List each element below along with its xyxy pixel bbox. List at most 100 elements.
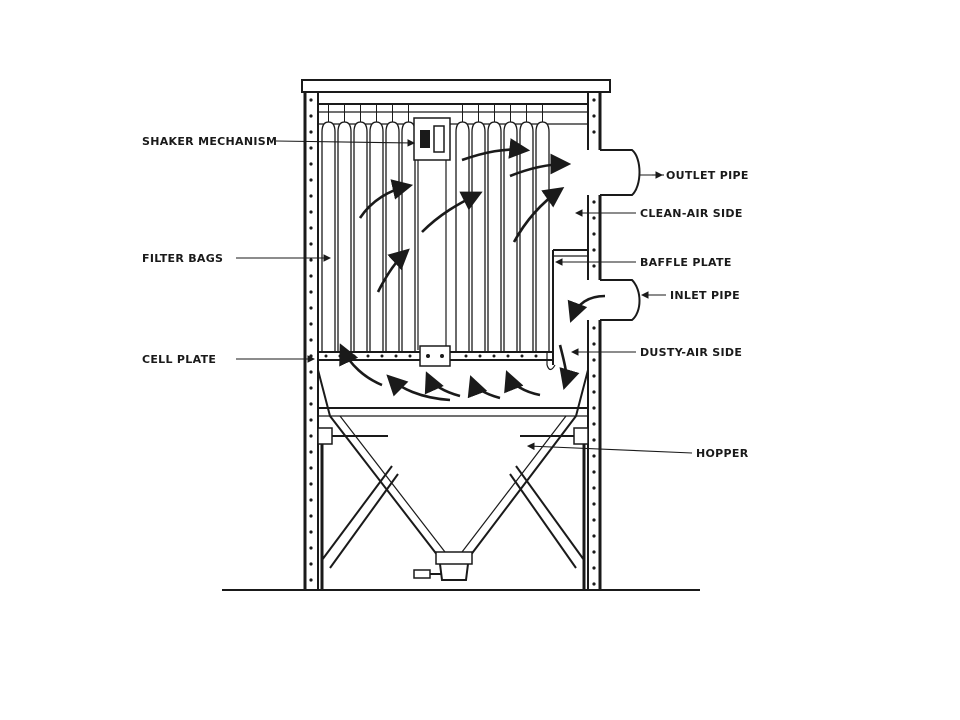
- left-wall: [303, 92, 319, 590]
- rivet: [309, 434, 313, 438]
- rivet: [309, 178, 313, 182]
- rivet: [309, 354, 313, 358]
- roof: [301, 79, 611, 93]
- rivet: [592, 248, 596, 252]
- shaker-mechanism: [413, 117, 451, 350]
- filter-bag: [503, 121, 518, 353]
- right-wall: [587, 92, 602, 590]
- rivet: [592, 422, 596, 426]
- rivet: [592, 470, 596, 474]
- rivet: [592, 342, 596, 346]
- cell-plate-rivet: [478, 354, 482, 358]
- leader-lines: [236, 139, 693, 454]
- rivet: [309, 114, 313, 118]
- rivet: [592, 264, 596, 268]
- filter-bag: [487, 121, 502, 353]
- cell-plate-rivet: [394, 354, 398, 358]
- label-outlet-pipe: OUTLET PIPE: [666, 169, 749, 182]
- cell-plate-rivet: [492, 354, 496, 358]
- rivet: [592, 326, 596, 330]
- rivet: [309, 258, 313, 262]
- rivet-column-right: [592, 98, 596, 586]
- label-cell-plate: CELL PLATE: [142, 353, 216, 366]
- rivet: [592, 390, 596, 394]
- rivet: [309, 242, 313, 246]
- rivet: [309, 370, 313, 374]
- rivet: [309, 578, 313, 582]
- filter-bag: [337, 121, 352, 353]
- rivet: [309, 210, 313, 214]
- rivet: [592, 454, 596, 458]
- rivet: [309, 162, 313, 166]
- rivet: [309, 418, 313, 422]
- outlet-pipe: [600, 149, 641, 196]
- cell-plate-rivet: [506, 354, 510, 358]
- label-filter-bags: FILTER BAGS: [142, 252, 223, 265]
- rivet: [309, 562, 313, 566]
- cell-plate-rivet: [464, 354, 468, 358]
- filter-bags-right: [455, 104, 550, 353]
- hopper: [317, 369, 589, 581]
- cell-plate-rivet: [352, 354, 356, 358]
- cell-plate-rivet: [338, 354, 342, 358]
- rivet: [309, 274, 313, 278]
- filter-bag: [321, 121, 336, 353]
- label-baffle-plate: BAFFLE PLATE: [640, 256, 732, 269]
- rivet: [592, 486, 596, 490]
- rivet: [592, 374, 596, 378]
- inlet-pipe: [600, 279, 641, 321]
- filter-bag: [455, 121, 470, 353]
- filter-bag: [385, 121, 400, 353]
- rivet: [309, 290, 313, 294]
- cell-plate-rivet: [366, 354, 370, 358]
- label-inlet-pipe: INLET PIPE: [670, 289, 740, 302]
- label-dusty-air-side: DUSTY-AIR SIDE: [640, 346, 742, 359]
- hopper-band: [318, 407, 588, 417]
- rivet: [592, 534, 596, 538]
- rivet: [309, 466, 313, 470]
- rivet: [309, 146, 313, 150]
- cell-plate-rivet: [408, 354, 412, 358]
- label-clean-air-side: CLEAN-AIR SIDE: [640, 207, 743, 220]
- filter-bag: [353, 121, 368, 353]
- rivet: [309, 306, 313, 310]
- cell-plate-rivet: [380, 354, 384, 358]
- rivet: [309, 402, 313, 406]
- rivet: [309, 386, 313, 390]
- rivet: [592, 200, 596, 204]
- filter-bag: [519, 121, 534, 353]
- rivet: [592, 406, 596, 410]
- rivet: [592, 130, 596, 134]
- rivet: [309, 98, 313, 102]
- filter-bag: [401, 121, 416, 353]
- support-legs: [317, 427, 589, 590]
- rivet: [309, 482, 313, 486]
- filter-bags-left: [321, 104, 416, 353]
- rivet: [309, 338, 313, 342]
- label-shaker-mechanism: SHAKER MECHANISM: [142, 135, 277, 148]
- rivet: [592, 216, 596, 220]
- rivet: [592, 502, 596, 506]
- rivet: [309, 530, 313, 534]
- rivet: [309, 514, 313, 518]
- rivet: [592, 518, 596, 522]
- rivet: [592, 582, 596, 586]
- filter-bag: [535, 121, 550, 353]
- rivet: [592, 114, 596, 118]
- rivet: [592, 232, 596, 236]
- filter-bag: [369, 121, 384, 353]
- rivet: [309, 130, 313, 134]
- filter-bag: [471, 121, 486, 353]
- rivet: [309, 546, 313, 550]
- cell-plate-rivet: [534, 354, 538, 358]
- cell-plate-rivet: [520, 354, 524, 358]
- rivet: [592, 358, 596, 362]
- rivet: [309, 450, 313, 454]
- airflow-arrows: [339, 138, 606, 402]
- rivet: [309, 194, 313, 198]
- rivet: [592, 566, 596, 570]
- cell-plate-rivet: [324, 354, 328, 358]
- rivet-column-left: [309, 98, 313, 582]
- rivet: [592, 550, 596, 554]
